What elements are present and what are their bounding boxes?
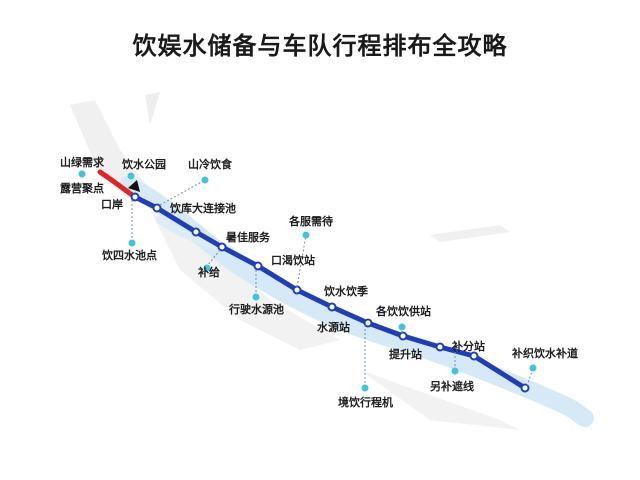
label-14: 水源站	[317, 320, 350, 334]
label-15: 各饮饮供站	[375, 304, 431, 318]
pin	[252, 293, 260, 301]
station	[398, 331, 408, 341]
station	[363, 318, 373, 328]
label-4: 饮水公园	[121, 157, 166, 171]
label-20: 补织饮水补道	[511, 346, 578, 360]
label-11: 口渴饮站	[271, 253, 315, 267]
leader-lines	[131, 179, 534, 387]
station	[520, 383, 530, 393]
station	[469, 351, 479, 361]
label-8: 暑佳服务	[226, 230, 271, 244]
label-13: 饮水饮季	[323, 284, 369, 298]
pin	[451, 367, 459, 375]
label-19: 另补遮线	[430, 379, 474, 393]
labels: 山绿需求 露营聚点 口岸 饮水公园 山冷饮食 饮库大连接池 饮四水池点 暑佳服务…	[60, 155, 578, 409]
pin	[127, 172, 135, 180]
station	[217, 242, 227, 252]
stations	[130, 192, 530, 393]
label-7: 饮四水池点	[101, 248, 157, 262]
pin	[78, 170, 86, 178]
label-5: 山冷饮食	[188, 157, 233, 171]
station	[435, 342, 445, 352]
map-title: 饮娱水储备与车队行程排布全攻略	[132, 32, 508, 60]
pins	[78, 170, 537, 392]
station	[191, 227, 201, 237]
station	[130, 192, 140, 202]
label-12: 行驶水源池	[228, 302, 284, 316]
label-6: 饮库大连接池	[169, 201, 236, 215]
pin	[203, 264, 211, 272]
pin	[302, 231, 310, 239]
station	[253, 261, 263, 271]
label-2: 露营聚点	[60, 181, 104, 195]
pin	[361, 384, 369, 392]
label-16: 提升站	[389, 347, 422, 361]
label-3: 口岸	[101, 197, 123, 211]
route-marker	[128, 180, 140, 192]
label-18: 境饮行程机	[338, 395, 393, 409]
label-9: 补给	[197, 265, 220, 279]
route-line	[132, 194, 528, 391]
pin	[201, 176, 209, 184]
pin	[398, 323, 406, 331]
station	[327, 302, 337, 312]
station	[292, 285, 302, 295]
station	[152, 203, 162, 213]
label-1: 山绿需求	[60, 155, 105, 169]
pin	[529, 364, 537, 372]
pin	[128, 239, 136, 247]
label-17: 补分站	[451, 339, 485, 353]
label-10: 各服需待	[288, 214, 333, 228]
